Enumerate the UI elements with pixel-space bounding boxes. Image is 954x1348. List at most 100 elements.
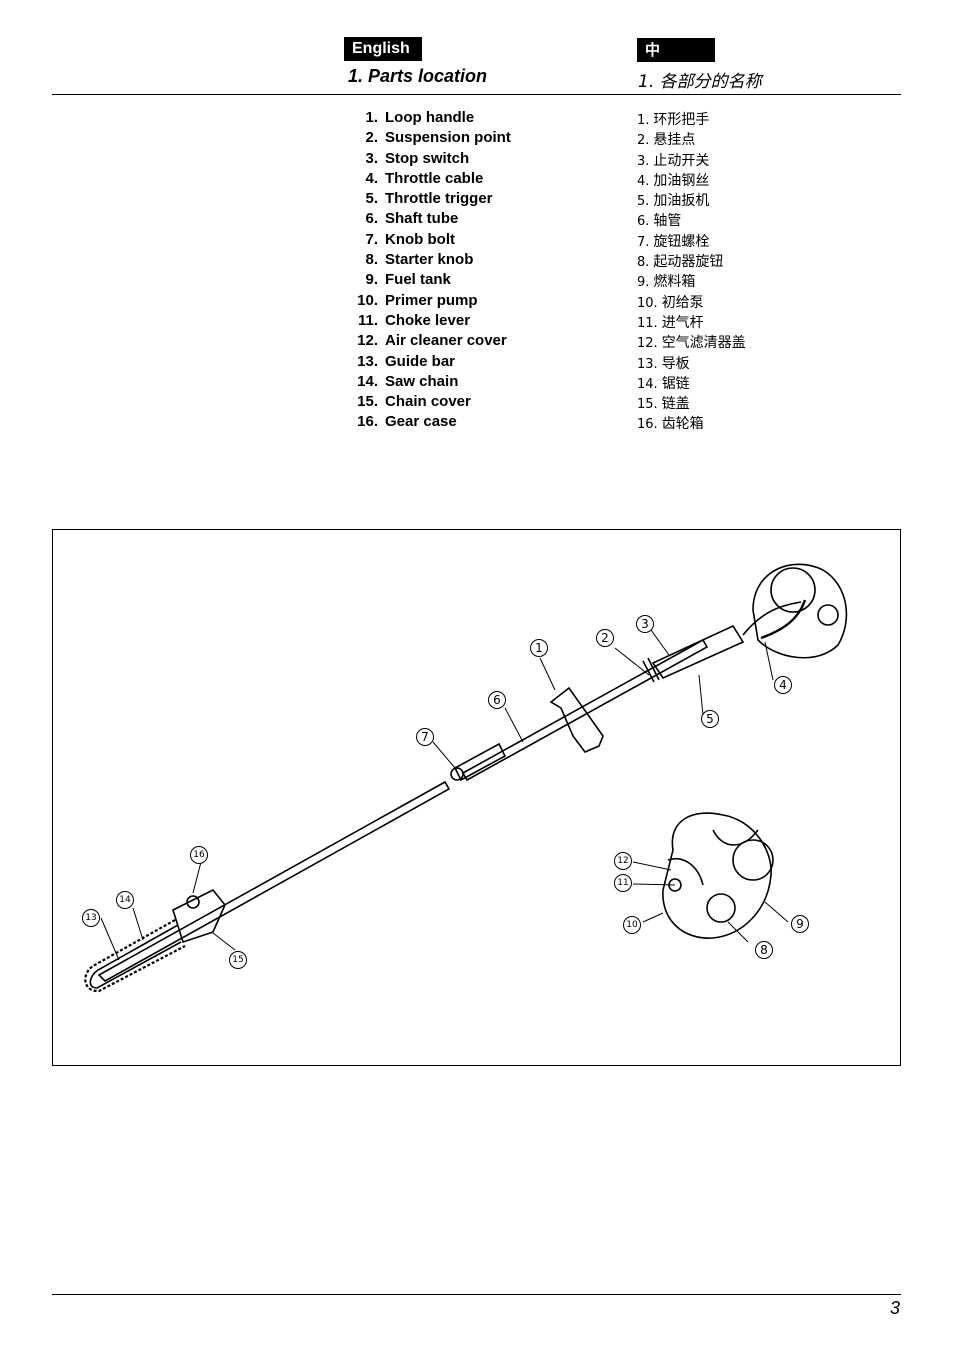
parts-list-item: 6.轴管	[637, 211, 746, 231]
item-number: 9.	[365, 271, 378, 289]
parts-list-item: 5.加油扳机	[637, 191, 746, 211]
engine-drawing	[752, 563, 848, 659]
item-label: Stop switch	[385, 149, 470, 167]
footer-divider	[52, 1294, 901, 1295]
item-label: 锯链	[661, 375, 690, 392]
parts-list-item: 9. Fuel tank	[352, 270, 511, 290]
item-number: 7.	[365, 230, 378, 248]
parts-list-item: 9.燃料箱	[637, 272, 746, 292]
item-label: Starter knob	[385, 251, 474, 269]
parts-list-item: 12. Air cleaner cover	[352, 331, 511, 351]
parts-list-item: 2.Suspension point	[352, 128, 510, 148]
header-divider	[52, 94, 901, 95]
parts-list-item: 5. Throttle trigger	[352, 189, 511, 209]
parts-list-item: 12.空气滤清器盖	[637, 333, 746, 353]
item-label: 起动器旋钮	[653, 254, 724, 271]
item-number: 12.	[357, 332, 378, 350]
item-number: 3.	[365, 149, 378, 167]
english-language-badge: English	[344, 37, 422, 61]
item-number: 1.	[637, 113, 650, 128]
callout-14: 14	[116, 891, 134, 909]
item-label: 轴管	[653, 213, 682, 230]
callout-15: 15	[229, 951, 247, 969]
callout-1: 1	[530, 639, 548, 657]
parts-list-item: 14.锯链	[637, 374, 746, 394]
parts-list-item: 4.Throttle cable	[352, 169, 511, 189]
item-label: Guide bar	[385, 352, 456, 370]
item-number: 6.	[365, 210, 378, 228]
item-label: Fuel tank	[385, 271, 451, 289]
item-number: 2.	[637, 133, 650, 149]
item-label: 环形把手	[653, 112, 710, 128]
parts-list-item: 8.起动器旋钮	[637, 252, 746, 272]
callout-6: 6	[488, 691, 506, 709]
item-number: 13.	[357, 352, 378, 370]
parts-list-item: 10. Primer pump	[352, 291, 511, 311]
item-label: Throttle trigger	[385, 190, 493, 208]
engine-detail-drawing	[662, 812, 772, 939]
item-number: 8.	[365, 251, 378, 269]
item-number: 13.	[637, 356, 658, 372]
item-label: Chain cover	[385, 393, 471, 411]
item-label: Primer pump	[385, 291, 478, 309]
coupling-drawing	[453, 742, 507, 782]
item-number: 4.	[637, 173, 650, 189]
item-number: 14.	[637, 376, 658, 392]
item-number: 10.	[357, 291, 378, 309]
item-label: Air cleaner cover	[385, 332, 507, 350]
callout-11: 11	[614, 874, 632, 892]
item-label: 加油钢丝	[653, 172, 710, 189]
item-number: 3.	[637, 153, 650, 169]
item-label: 悬挂点	[653, 132, 696, 149]
callout-10: 10	[623, 916, 641, 934]
item-label: Gear case	[385, 413, 457, 431]
item-label: 空气滤清器盖	[661, 335, 746, 352]
item-number: 5.	[365, 190, 378, 208]
item-number: 11.	[357, 311, 378, 329]
parts-list-item: 1.环形把手	[637, 110, 746, 130]
english-section-title: 1. Parts location	[348, 66, 488, 86]
chinese-section-title: 1. 各部分的名称	[638, 72, 762, 92]
item-label: Knob bolt	[385, 230, 455, 248]
loop-handle-drawing	[549, 686, 604, 753]
item-number: 7.	[637, 234, 650, 250]
item-label: Saw chain	[385, 372, 459, 390]
guide-bar-drawing	[89, 924, 182, 989]
lower-shaft-drawing	[97, 780, 451, 982]
callout-13: 13	[82, 909, 100, 927]
parts-list-item: 2.悬挂点	[637, 130, 746, 150]
parts-list-item: 4.加油钢丝	[637, 171, 746, 191]
parts-list-item: 3. Stop switch	[352, 149, 511, 169]
item-number: 16.	[637, 417, 658, 433]
parts-list-item: 14. Saw chain	[352, 372, 511, 392]
parts-list-item: 6. Shaft tube	[352, 209, 511, 229]
parts-list-item: 3.止动开关	[637, 151, 746, 171]
item-label: 导板	[661, 355, 690, 372]
callout-5: 5	[701, 710, 719, 728]
item-label: Loop handle	[385, 109, 475, 126]
parts-list-item: 13. Guide bar	[352, 352, 511, 372]
item-number: 16.	[357, 413, 378, 431]
item-number: 11.	[637, 315, 658, 331]
item-label: 链盖	[661, 396, 690, 413]
parts-list-item: 13.导板	[637, 354, 746, 374]
parts-list-item: 7.旋钮螺栓	[637, 232, 746, 252]
grip-drawing	[651, 624, 745, 680]
item-number: 10.	[637, 295, 658, 311]
parts-list-item: 11. Choke lever	[352, 311, 511, 331]
item-number: 8.	[637, 255, 650, 271]
item-label: Choke lever	[385, 311, 471, 329]
chinese-language-badge: 中 文	[637, 38, 715, 83]
callout-7: 7	[416, 728, 434, 746]
saw-chain-drawing	[84, 919, 186, 993]
item-number: 14.	[357, 372, 378, 390]
item-label: Shaft tube	[385, 210, 459, 228]
callout-16: 16	[190, 846, 208, 864]
item-label: 燃料箱	[653, 274, 696, 291]
item-label: 旋钮螺栓	[653, 233, 710, 250]
item-label: 止动开关	[653, 152, 710, 169]
callout-2: 2	[596, 629, 614, 647]
gear-case-drawing	[172, 888, 226, 944]
item-number: 12.	[637, 336, 658, 352]
